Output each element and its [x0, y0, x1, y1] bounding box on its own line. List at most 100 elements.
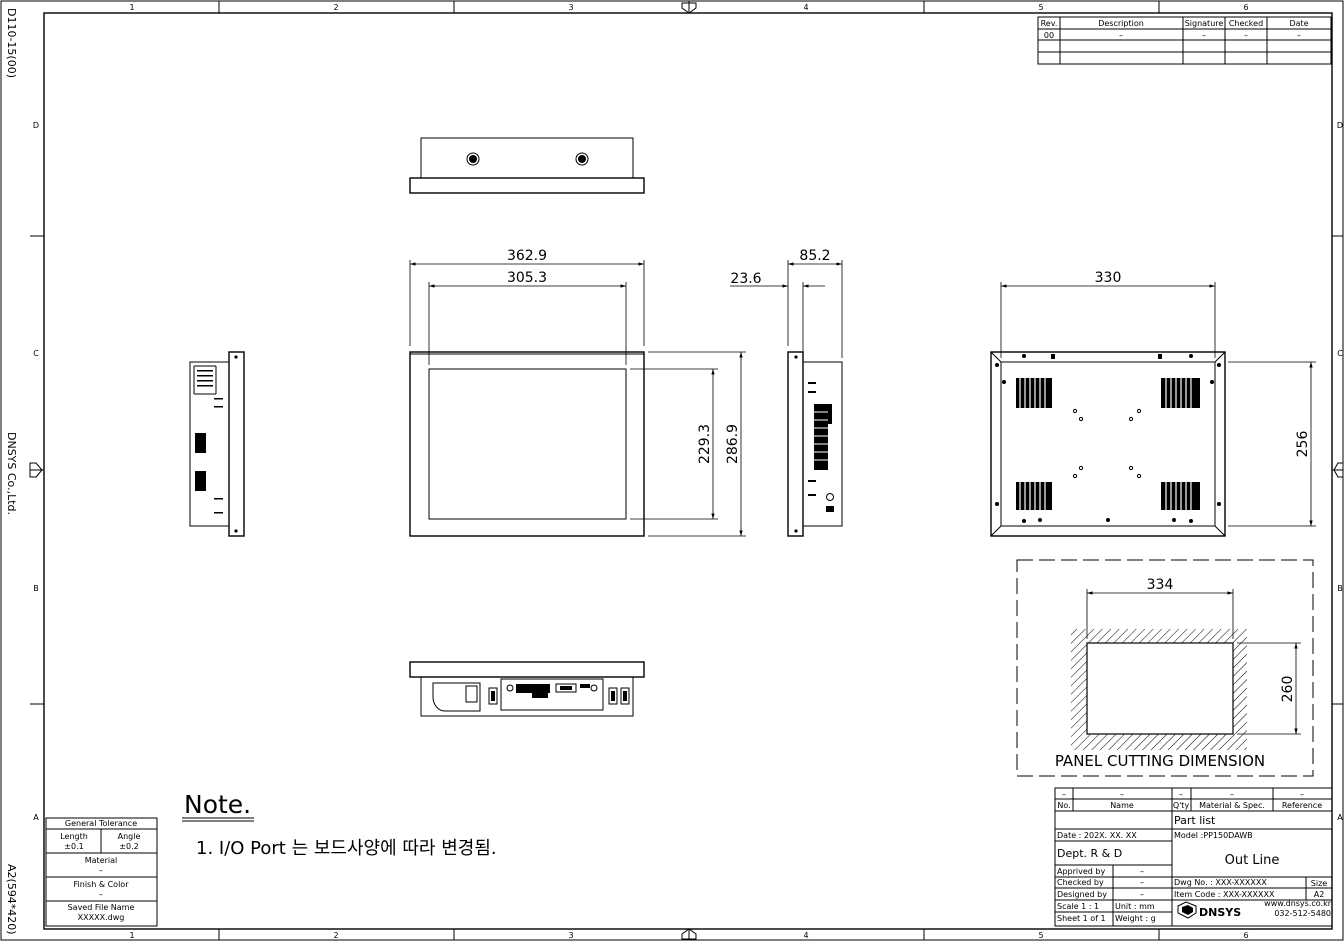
dimension-label: 85.2: [799, 248, 830, 264]
parts-list-header: No.: [1057, 801, 1070, 810]
column-label: 3: [568, 931, 573, 940]
parts-list-cell: –: [1300, 790, 1304, 799]
drawing-title: Out Line: [1225, 853, 1280, 868]
column-label: 1: [129, 3, 134, 12]
parts-list-cell: –: [1120, 790, 1124, 799]
row-label: D: [33, 121, 39, 130]
row-label: B: [1337, 584, 1343, 593]
sheet-field: Sheet 1 of 1: [1057, 914, 1106, 923]
finish-value: –: [99, 890, 103, 899]
column-label: 3: [568, 3, 573, 12]
unit-field: Unit : mm: [1115, 902, 1155, 911]
revision-table: Rev. Description Signature Checked Date …: [1037, 16, 1332, 65]
dimension-lines: [409, 260, 1316, 735]
tolerance-length-label: Length: [60, 832, 88, 841]
dimension-label: 23.6: [730, 271, 761, 287]
material-label: Material: [85, 856, 118, 865]
title-block: – – – – – No. Name Q'ty Material & Spec.…: [1054, 787, 1333, 927]
checked-by-value: –: [1140, 878, 1144, 887]
bottom-view: [409, 661, 645, 717]
website: www.dnsys.co.kr: [1264, 899, 1332, 908]
row-label: A: [33, 813, 39, 822]
revision-cell: –: [1202, 31, 1206, 40]
saved-file-label: Saved File Name: [68, 903, 135, 912]
revision-cell: –: [1119, 31, 1123, 40]
dwg-no: Dwg No. : XXX-XXXXXX: [1174, 878, 1267, 887]
dimension-label: 286.9: [725, 424, 741, 464]
revision-cell: –: [1244, 31, 1248, 40]
row-label: B: [33, 584, 39, 593]
tolerance-angle-value: ±0.2: [119, 842, 138, 851]
right-side-view: [787, 351, 843, 537]
dimension-label: 334: [1147, 577, 1174, 593]
column-label: 4: [803, 931, 808, 940]
tolerance-title: General Tolerance: [65, 819, 137, 828]
rear-view: [990, 351, 1226, 537]
revision-header: Description: [1098, 19, 1144, 28]
approved-by-label: Apprived by: [1057, 867, 1105, 876]
logo-text: DNSYS: [1199, 906, 1241, 919]
column-label: 1: [129, 931, 134, 940]
parts-list-header: Material & Spec.: [1199, 801, 1265, 810]
revision-cell: 00: [1044, 31, 1054, 40]
dimension-label: 229.3: [697, 424, 713, 464]
dimension-label: 305.3: [507, 270, 547, 286]
doc-code: D110-15(00): [5, 8, 18, 78]
revision-header: Rev.: [1041, 19, 1058, 28]
note-item: 1. I/O Port 는 보드사양에 따라 변경됨.: [196, 838, 497, 859]
parts-list-header: Reference: [1282, 801, 1322, 810]
part-list-title: Part list: [1174, 814, 1216, 827]
revision-header: Date: [1289, 19, 1308, 28]
column-label: 6: [1243, 931, 1248, 940]
tolerance-length-value: ±0.1: [64, 842, 83, 851]
row-label: A: [1337, 813, 1343, 822]
parts-list-cell: –: [1062, 790, 1066, 799]
checked-by-label: Checked by: [1057, 878, 1104, 887]
panel-cutout: [1016, 559, 1314, 777]
designed-by-value: –: [1140, 890, 1144, 899]
weight-field: Weight : g: [1115, 914, 1156, 923]
revision-cell: –: [1297, 31, 1301, 40]
note-title: Note.: [184, 790, 251, 819]
dimension-label: 256: [1295, 431, 1311, 458]
column-label: 5: [1038, 931, 1043, 940]
phone: 032-512-5480: [1274, 909, 1331, 918]
column-label: 6: [1243, 3, 1248, 12]
dept-field: Dept. R & D: [1057, 847, 1122, 860]
panel-cutting-title: PANEL CUTTING DIMENSION: [1055, 752, 1265, 770]
row-label: C: [33, 349, 39, 358]
date-field: Date : 202X. XX. XX: [1057, 831, 1137, 840]
dimension-label: 260: [1280, 676, 1296, 703]
revision-header: Signature: [1185, 19, 1224, 28]
finish-label: Finish & Color: [74, 880, 130, 889]
size-label: Size: [1311, 879, 1328, 888]
item-code: Item Code : XXX-XXXXXX: [1174, 890, 1275, 899]
model-field: Model :PP150DAWB: [1174, 831, 1253, 840]
column-label: 2: [333, 931, 338, 940]
top-view: [409, 137, 645, 194]
dimension-label: 362.9: [507, 248, 547, 264]
parts-list-header: Q'ty: [1173, 801, 1190, 810]
saved-file-value: XXXXX.dwg: [78, 913, 125, 922]
general-tolerance-table: General Tolerance Length ±0.1 Angle ±0.2…: [45, 817, 158, 927]
company-name: DNSYS Co.,Ltd.: [5, 432, 18, 515]
row-label: D: [1337, 121, 1343, 130]
approved-by-value: –: [1140, 867, 1144, 876]
parts-list-cell: –: [1230, 790, 1234, 799]
row-label: C: [1337, 349, 1343, 358]
sheet-format: A2(594*420): [5, 864, 18, 935]
designed-by-label: Designed by: [1057, 890, 1107, 899]
revision-header: Checked: [1229, 19, 1263, 28]
tolerance-angle-label: Angle: [118, 832, 141, 841]
column-label: 4: [803, 3, 808, 12]
dimension-label: 330: [1095, 270, 1122, 286]
parts-list-cell: –: [1179, 790, 1183, 799]
parts-list-header: Name: [1110, 801, 1134, 810]
company-logo: DNSYS: [1177, 901, 1241, 919]
scale-field: Scale 1 : 1: [1057, 902, 1099, 911]
front-view: [409, 351, 645, 537]
column-label: 2: [333, 3, 338, 12]
left-side-view: [189, 351, 245, 537]
